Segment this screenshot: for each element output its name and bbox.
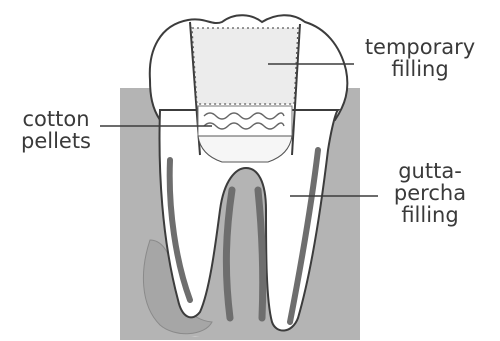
label-line: percha [378, 182, 482, 204]
temporary-filling [192, 28, 298, 104]
label-line: filling [378, 204, 482, 226]
label-line: cotton [2, 108, 110, 130]
label-line: gutta- [378, 160, 482, 182]
cotton-pellets [198, 106, 292, 136]
label-line: filling [352, 58, 488, 80]
label-cotton-pellets: cotton pellets [2, 108, 110, 152]
label-line: temporary [352, 36, 488, 58]
label-gutta-percha-filling: gutta- percha filling [378, 160, 482, 226]
label-line: pellets [2, 130, 110, 152]
label-temporary-filling: temporary filling [352, 36, 488, 80]
